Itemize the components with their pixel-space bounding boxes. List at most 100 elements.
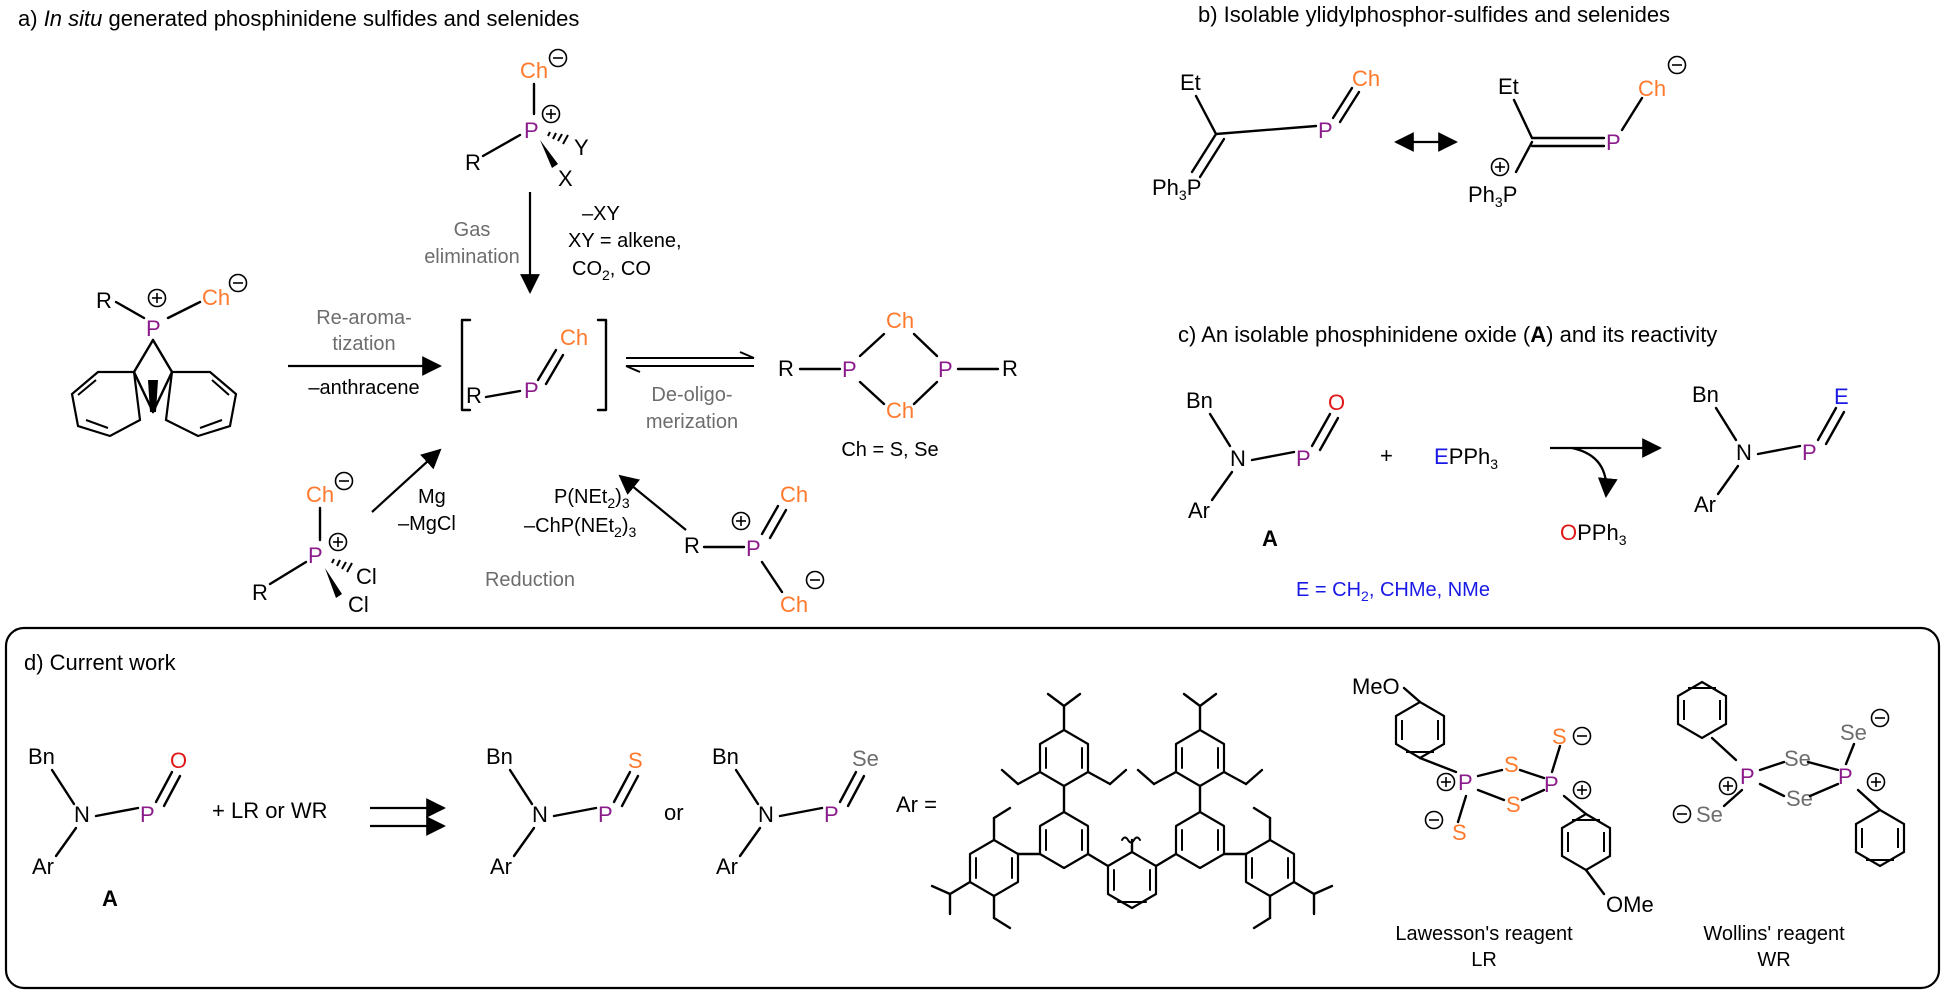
svg-text:O: O <box>1328 390 1345 415</box>
minus-charge-icon <box>1870 708 1890 728</box>
svg-text:P(NEt2)3: P(NEt2)3 <box>554 486 630 511</box>
svg-text:Ch: Ch <box>560 325 588 350</box>
minus-charge-icon <box>805 570 825 590</box>
plus-charge-icon <box>1572 780 1592 800</box>
svg-text:Bn: Bn <box>712 744 739 769</box>
dichlorophosphine-chalcogenide-precursor: Ch P R Cl Cl <box>252 471 377 617</box>
panel-c: c) An isolable phosphinidene oxide (A) a… <box>1178 322 1849 604</box>
svg-text:P: P <box>146 316 161 341</box>
svg-text:Se: Se <box>1840 720 1867 745</box>
svg-text:MeO: MeO <box>1352 674 1400 699</box>
ylidyl-phosphor-chalcogenide-form-2: Et P Ch Ph3P <box>1468 55 1687 210</box>
svg-text:–anthracene: –anthracene <box>308 377 419 399</box>
atom-r: R <box>96 288 112 313</box>
svg-text:S: S <box>1552 724 1567 749</box>
svg-text:+: + <box>1380 443 1393 468</box>
svg-text:–XY: –XY <box>582 203 620 225</box>
svg-text:Et: Et <box>1180 70 1201 95</box>
phosphinidene-selenide-product: Bn N P Se Ar <box>712 744 879 879</box>
minus-charge-icon <box>1424 810 1444 830</box>
svg-text:Ph3P: Ph3P <box>1152 175 1201 203</box>
svg-text:elimination: elimination <box>424 246 520 268</box>
svg-text:Bn: Bn <box>1186 388 1213 413</box>
svg-text:P: P <box>1606 130 1621 155</box>
svg-text:Ch: Ch <box>886 398 914 423</box>
svg-text:P: P <box>308 543 323 568</box>
svg-text:WR: WR <box>1757 949 1790 971</box>
phosphinidene-sulfide-product: Bn N P S Ar <box>486 744 643 879</box>
svg-text:Mg: Mg <box>418 486 446 508</box>
svg-text:Ph3P: Ph3P <box>1468 182 1517 210</box>
svg-text:–MgCl: –MgCl <box>398 513 456 535</box>
svg-text:Ch = S, Se: Ch = S, Se <box>841 439 938 461</box>
svg-text:S: S <box>1506 792 1521 817</box>
plus-charge-icon <box>328 532 348 552</box>
svg-text:N: N <box>1230 446 1246 471</box>
svg-text:Ch: Ch <box>202 285 230 310</box>
svg-text:Ar: Ar <box>1694 492 1716 517</box>
svg-text:O: O <box>170 748 187 773</box>
svg-text:Wollins' reagent: Wollins' reagent <box>1703 923 1845 945</box>
svg-text:A: A <box>102 886 118 911</box>
panel-a: a) In situ generated phosphinidene sulfi… <box>18 6 1018 617</box>
svg-text:Ch: Ch <box>886 308 914 333</box>
ylidyl-phosphor-chalcogenide-form-1: Et P Ch Ph3P <box>1152 66 1380 203</box>
svg-text:CO2, CO: CO2, CO <box>572 258 651 283</box>
plus-charge-icon <box>731 511 751 531</box>
panel-c-title: c) An isolable phosphinidene oxide (A) a… <box>1178 322 1717 347</box>
svg-text:Ch: Ch <box>780 482 808 507</box>
svg-text:Ar: Ar <box>1188 498 1210 523</box>
atom-x: X <box>558 166 573 191</box>
svg-text:P: P <box>1296 446 1311 471</box>
phosphine-chalcogenide-precursor: Ch P R Y X <box>465 48 589 191</box>
svg-text:Se: Se <box>1786 786 1813 811</box>
dichalcogenophosphorane-precursor: R P Ch Ch <box>684 482 825 617</box>
svg-text:or: or <box>664 800 684 825</box>
plus-charge-icon <box>1436 772 1456 792</box>
svg-text:Ar: Ar <box>32 854 54 879</box>
svg-text:N: N <box>758 802 774 827</box>
svg-text:P: P <box>842 357 857 382</box>
anthracene-adduct-precursor: R P Ch <box>70 273 248 438</box>
svg-text:Se: Se <box>1696 802 1723 827</box>
svg-text:R: R <box>778 356 794 381</box>
svg-text:P: P <box>140 802 155 827</box>
plus-charge-icon <box>1490 157 1510 177</box>
svg-text:P: P <box>1318 118 1333 143</box>
svg-text:–ChP(NEt2)3: –ChP(NEt2)3 <box>524 515 637 540</box>
atom-ch: Ch <box>520 58 548 83</box>
svg-text:S: S <box>1452 820 1467 845</box>
svg-text:R: R <box>684 533 700 558</box>
panel-b-title: b) Isolable ylidylphosphor-sulfides and … <box>1198 2 1670 27</box>
svg-text:R: R <box>252 580 268 605</box>
atom-y: Y <box>574 135 589 160</box>
svg-text:P: P <box>1544 772 1559 797</box>
svg-text:P: P <box>746 536 761 561</box>
svg-text:A: A <box>1262 526 1278 551</box>
atom-r: R <box>465 150 481 175</box>
minus-charge-icon <box>548 48 568 68</box>
svg-text:+ LR or WR: + LR or WR <box>212 798 328 823</box>
svg-text:LR: LR <box>1471 949 1497 971</box>
svg-text:Ar: Ar <box>490 854 512 879</box>
svg-text:Gas: Gas <box>454 219 491 241</box>
panel-d-frame <box>4 626 1941 990</box>
svg-text:E: E <box>1834 384 1849 409</box>
svg-text:P: P <box>824 802 839 827</box>
svg-text:OPPh3: OPPh3 <box>1560 520 1627 548</box>
svg-text:R: R <box>1002 356 1018 381</box>
svg-text:Ch: Ch <box>1352 66 1380 91</box>
equilibrium-arrows <box>625 351 755 373</box>
svg-text:Bn: Bn <box>28 744 55 769</box>
svg-text:P: P <box>598 802 613 827</box>
svg-text:P: P <box>524 378 539 403</box>
svg-text:P: P <box>1838 764 1853 789</box>
lawessons-reagent: MeO P S S S P S <box>1352 674 1654 971</box>
phosphinidene-product: Bn N P E Ar <box>1692 382 1849 517</box>
phosphinidene-chalcogenide-intermediate: R P Ch <box>460 318 608 412</box>
phosphinidene-oxide-a: Bn N P O Ar A <box>1186 388 1345 551</box>
svg-text:P: P <box>938 357 953 382</box>
svg-text:P: P <box>1458 770 1473 795</box>
svg-text:merization: merization <box>646 411 738 433</box>
